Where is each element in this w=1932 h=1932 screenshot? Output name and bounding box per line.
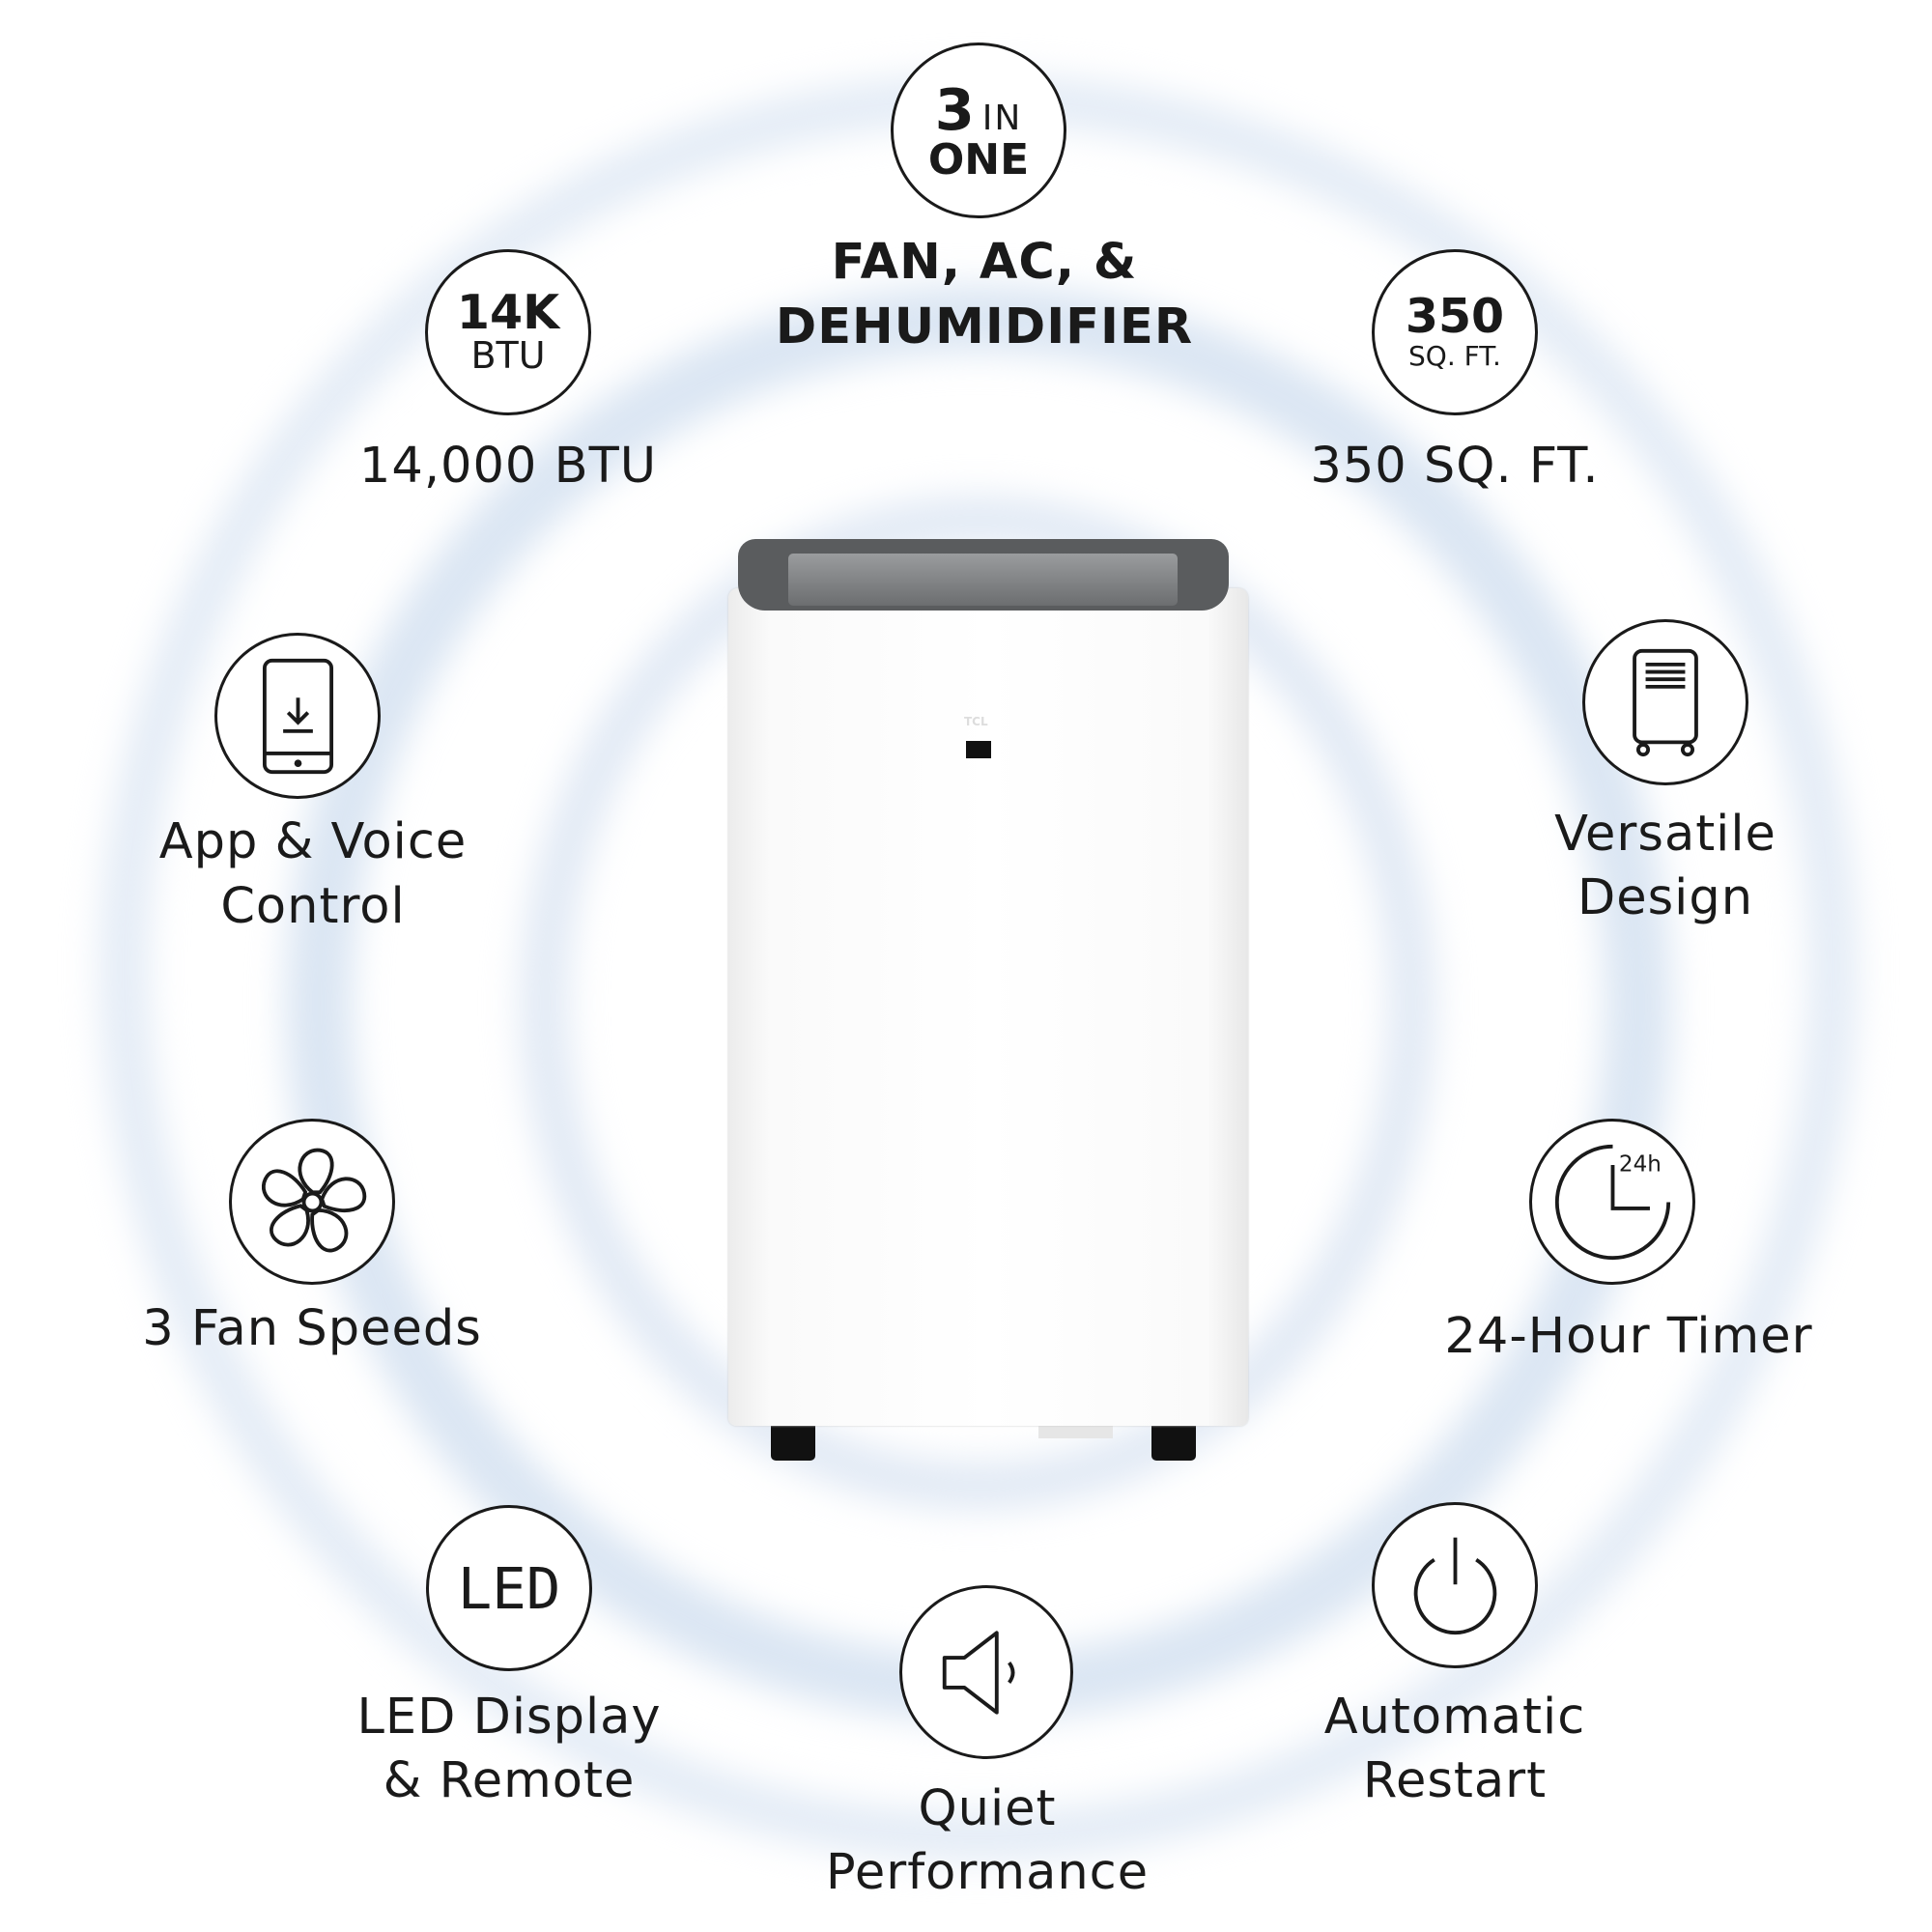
fan-icon [229, 1119, 395, 1285]
feature-label-restart-line2: Restart [1362, 1752, 1548, 1809]
btu-badge-icon: 14K BTU [425, 249, 591, 415]
ac-display [966, 741, 991, 758]
feature-label-led-line2: & Remote [383, 1752, 636, 1809]
badge-in: IN [981, 98, 1023, 138]
area-badge-icon: 350 SQ. FT. [1372, 249, 1538, 415]
feature-label-area: 350 SQ. FT. [1310, 438, 1600, 495]
feature-label-led-line1: LED Display [356, 1689, 662, 1746]
feature-label-btu: 14,000 BTU [358, 438, 658, 495]
feature-label-timer: 24-Hour Timer [1444, 1308, 1813, 1365]
ac-brand-logo: TCL [964, 715, 988, 728]
timer-icon-text: 24h [1618, 1151, 1661, 1177]
feature-label-versatile-line1: Versatile [1554, 806, 1776, 863]
led-icon: LED [426, 1505, 592, 1671]
power-icon [1372, 1502, 1538, 1668]
feature-label-quiet-line1: Quiet [918, 1780, 1057, 1837]
ac-body [728, 588, 1248, 1426]
badge-one: ONE [927, 134, 1030, 185]
led-icon-text: LED [457, 1554, 561, 1622]
area-badge-top: 350 [1405, 289, 1505, 344]
feature-label-app-line1: App & Voice [158, 813, 468, 870]
portable-unit-icon [1582, 619, 1748, 785]
headline-line1: FAN, AC, & [831, 234, 1138, 291]
clock-24h-icon: 24h [1529, 1119, 1695, 1285]
feature-label-versatile-line2: Design [1577, 869, 1754, 926]
feature-label-quiet-line2: Performance [825, 1844, 1150, 1901]
btu-badge-bottom: BTU [470, 334, 546, 377]
badge-number: 3 [934, 75, 975, 143]
ac-wheel [1151, 1421, 1196, 1461]
feature-label-app-line2: Control [220, 878, 406, 935]
headline-line2: DEHUMIDIFIER [775, 298, 1194, 355]
btu-badge-top: 14K [456, 285, 560, 340]
three-in-one-badge: 3 IN ONE [891, 43, 1066, 218]
feature-label-restart-line1: Automatic [1323, 1689, 1586, 1746]
area-badge-bottom: SQ. FT. [1408, 340, 1501, 372]
feature-label-fan: 3 Fan Speeds [142, 1300, 482, 1357]
ac-vent [788, 554, 1178, 606]
portable-air-conditioner-image: TCL [728, 539, 1248, 1462]
speaker-icon [899, 1585, 1073, 1759]
smartphone-download-icon [214, 633, 381, 799]
ac-wheel [771, 1421, 815, 1461]
